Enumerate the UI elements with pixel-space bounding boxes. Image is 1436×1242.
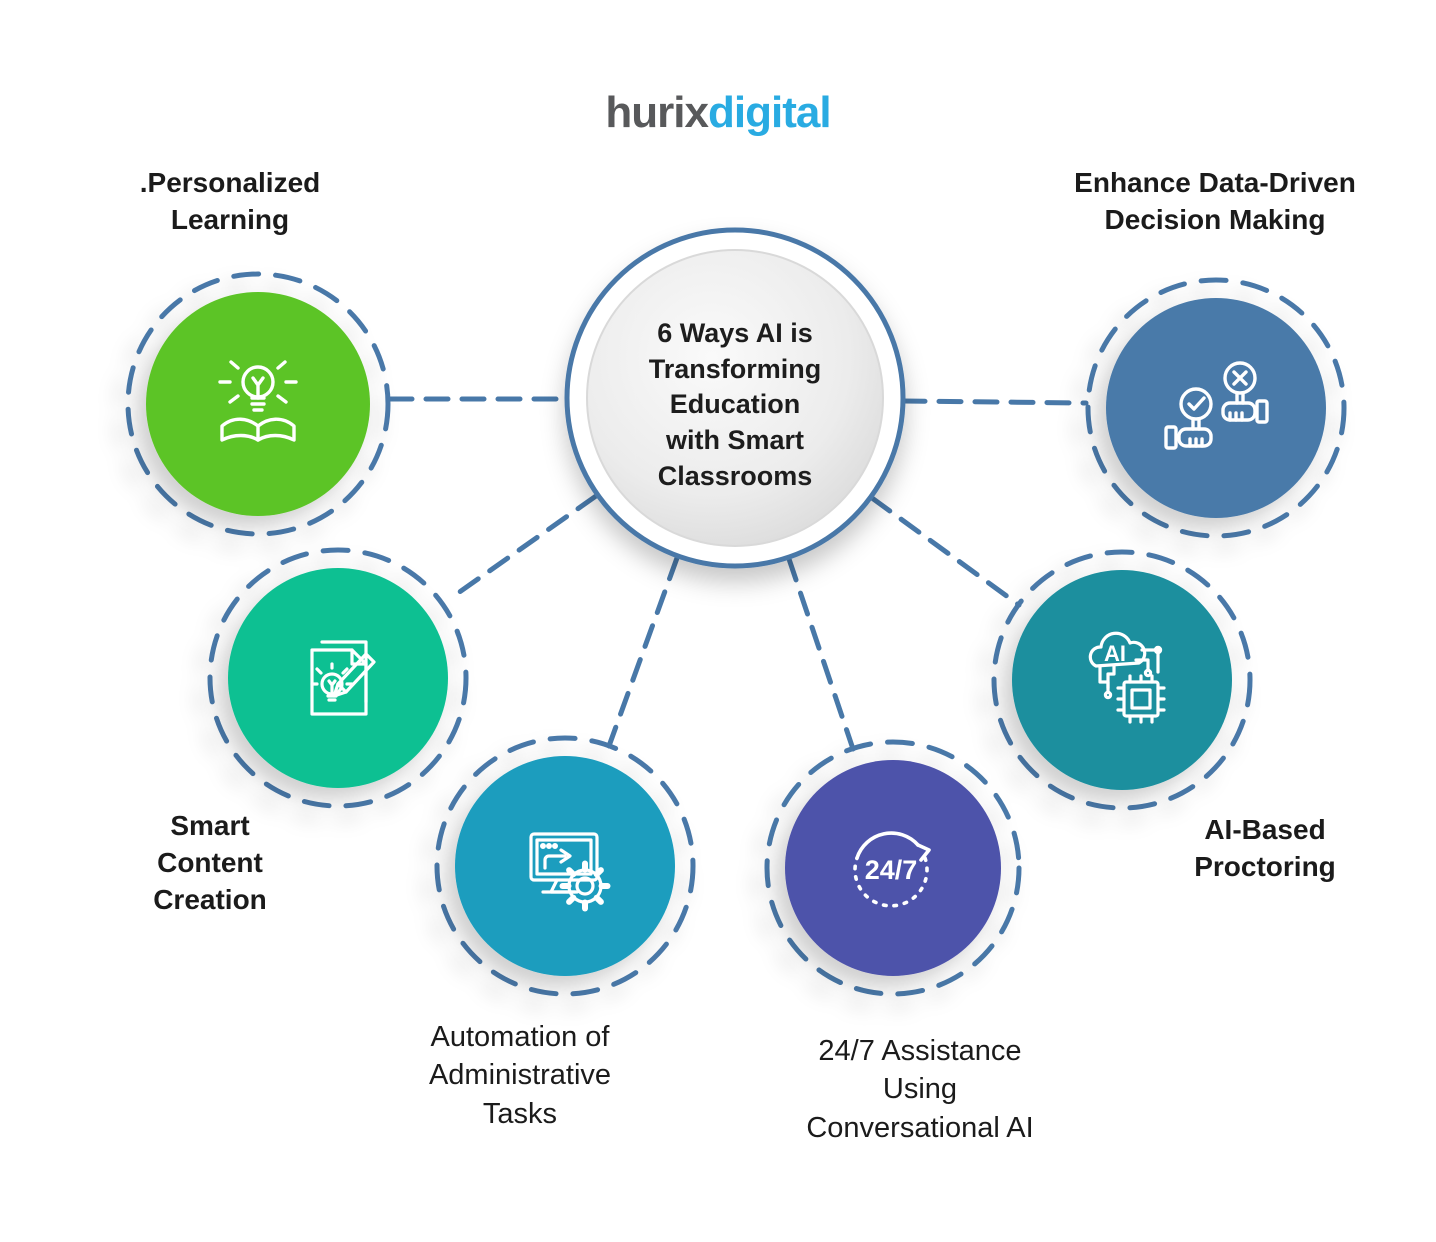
connector-to-decision — [900, 398, 1089, 406]
document-idea-pencil-icon — [310, 640, 376, 716]
center-circle — [564, 227, 906, 569]
node-circle-assistance — [785, 760, 1001, 976]
label-data-driven-decision: Enhance Data-Driven Decision Making — [1074, 167, 1356, 235]
ring-personalized — [125, 271, 391, 537]
node-circle-proctoring — [1012, 570, 1232, 790]
node-automation-admin-tasks — [455, 756, 675, 976]
ai-icon-text: AI — [1104, 641, 1126, 666]
node-data-driven-decision — [1106, 298, 1326, 518]
ring-decision — [1085, 277, 1347, 539]
connector-lines — [387, 396, 1089, 752]
node-assistance-24-7 — [785, 760, 1001, 976]
label-ai-based-proctoring: AI-Based Proctoring — [1194, 814, 1336, 882]
ai-cloud-chip-icon: AI — [1088, 631, 1166, 724]
ring-smart-content — [207, 547, 469, 809]
ring-proctoring — [991, 549, 1253, 811]
logo-hurix: hurix — [605, 88, 709, 137]
label-smart-content-creation: Smart Content Creation — [153, 810, 267, 915]
label-personalized-learning: .Personalized Learning — [139, 167, 321, 235]
node-circle-automation — [455, 756, 675, 976]
lightbulb-book-icon — [218, 360, 298, 442]
connector-to-smart-content — [448, 493, 599, 601]
connector-to-automation — [606, 555, 680, 749]
ring-assistance — [764, 739, 1022, 997]
24-7-loop-icon: 24/7 — [853, 831, 931, 908]
dashed-rings — [125, 271, 1347, 997]
24-7-icon-text: 24/7 — [865, 855, 918, 885]
center-title: 6 Ways AI is Transforming Education with… — [648, 318, 822, 491]
label-automation-admin-tasks: Automation of Administrative Tasks — [428, 1021, 612, 1130]
label-assistance-24-7: 24/7 Assistance Using Conversational AI — [806, 1035, 1034, 1144]
check-cross-paddles-icon — [1164, 361, 1269, 450]
monitor-gear-icon — [529, 832, 611, 912]
connector-to-assistance — [786, 556, 856, 752]
logo-digital: digital — [708, 88, 832, 137]
logo: hurixdigital — [0, 88, 1436, 138]
connector-to-proctoring — [869, 495, 1022, 608]
node-ai-based-proctoring — [1012, 570, 1232, 790]
center-inner-disc — [586, 249, 884, 547]
node-circle-decision — [1106, 298, 1326, 518]
ring-automation — [434, 735, 696, 997]
